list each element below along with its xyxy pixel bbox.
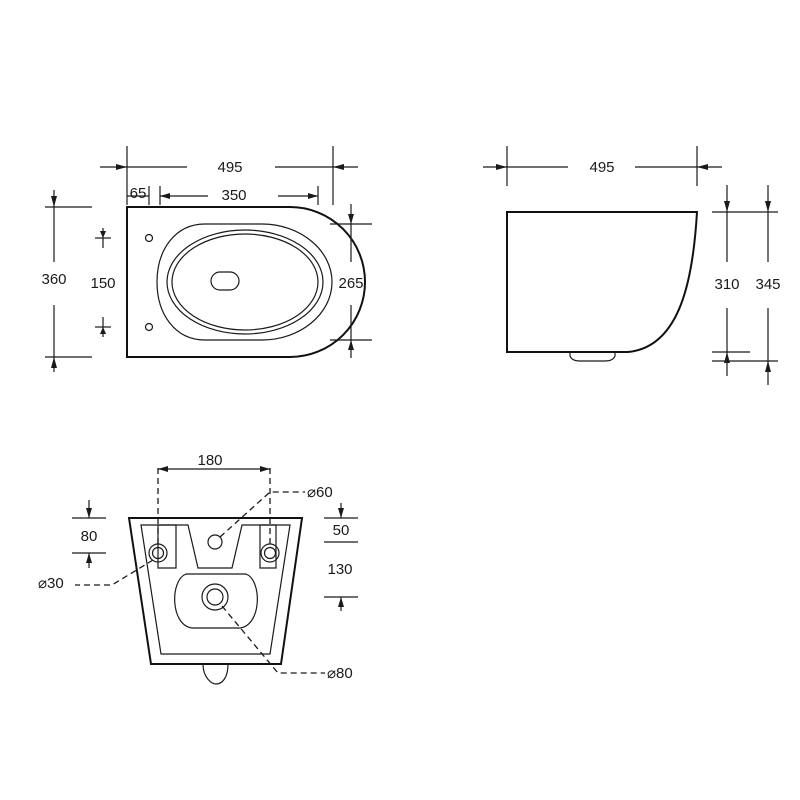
- side-view: 495 310 345: [483, 146, 781, 385]
- dim-top-overall-length: 495: [100, 146, 358, 205]
- label-top-bolt-offset: 65: [130, 185, 147, 202]
- dim-back-bolt-spacing: 180: [157, 452, 271, 545]
- dim-side-overall-length: 495: [483, 146, 722, 186]
- dim-side-overall-height: 345: [712, 185, 781, 385]
- back-view-right-bolt-inner: [263, 546, 277, 560]
- dim-top-bowl-width: 265: [330, 204, 372, 358]
- back-view-outlet-outer: [201, 583, 229, 611]
- back-view-drain-housing: [174, 573, 258, 629]
- dim-back-inlet: ⌀60: [219, 484, 333, 538]
- back-view-inlet: [207, 534, 223, 550]
- dim-back-outlet-offset: 130: [324, 561, 358, 611]
- label-back-outlet-diameter: ⌀80: [327, 665, 353, 682]
- dim-top-overall-width: 360: [41, 190, 92, 372]
- top-view: 495 65 350 360: [41, 146, 372, 372]
- dim-back-bolt-height: 80: [72, 500, 106, 568]
- top-view-bolt-hole-bottom: [144, 322, 154, 332]
- back-view-left-bolt-inner: [151, 546, 165, 560]
- label-top-overall-width: 360: [41, 271, 66, 288]
- label-top-bowl-width: 265: [338, 275, 363, 292]
- label-top-bowl-length: 350: [221, 187, 246, 204]
- back-view-left-pocket: [157, 524, 177, 569]
- top-view-bolt-hole-top: [144, 233, 154, 243]
- top-view-bowl: [166, 229, 324, 335]
- back-view-bottom-outlet: [202, 663, 229, 685]
- dim-back-outlet-diameter: ⌀80: [221, 605, 353, 682]
- side-view-outline: [506, 211, 699, 353]
- side-view-outlet: [569, 352, 616, 362]
- label-side-overall-height: 345: [755, 276, 780, 293]
- back-view-outlet-inner: [206, 588, 224, 606]
- label-back-outlet-offset: 130: [327, 561, 352, 578]
- dim-top-bolt-spacing: 150: [90, 228, 116, 337]
- label-back-bolt-diameter: ⌀30: [38, 575, 64, 592]
- back-view-right-pocket: [259, 524, 277, 569]
- back-view-outer-frame: [127, 517, 304, 665]
- top-view-outline: [126, 206, 366, 358]
- top-view-rim-outer: [156, 223, 333, 341]
- label-side-overall-length: 495: [589, 159, 614, 176]
- dim-back-bolt-diameter: ⌀30: [38, 559, 154, 592]
- label-top-bolt-spacing: 150: [90, 275, 115, 292]
- label-back-bolt-spacing: 180: [197, 452, 222, 469]
- back-view: 180 ⌀60 ⌀30 ⌀80 80: [38, 452, 358, 685]
- label-top-overall-length: 495: [217, 159, 242, 176]
- dim-top-bowl-length: 65 350: [127, 185, 319, 205]
- label-back-inlet: ⌀60: [307, 484, 333, 501]
- label-back-bolt-height: 80: [81, 528, 98, 545]
- dim-side-seat-height: 310: [712, 185, 750, 376]
- top-view-bowl-inner: [171, 233, 319, 331]
- label-side-seat-height: 310: [714, 276, 739, 293]
- dim-back-inlet-offset: 50: [324, 503, 358, 543]
- top-view-drain: [210, 271, 240, 291]
- back-view-inner-frame: [140, 524, 291, 655]
- label-back-inlet-offset: 50: [333, 522, 350, 539]
